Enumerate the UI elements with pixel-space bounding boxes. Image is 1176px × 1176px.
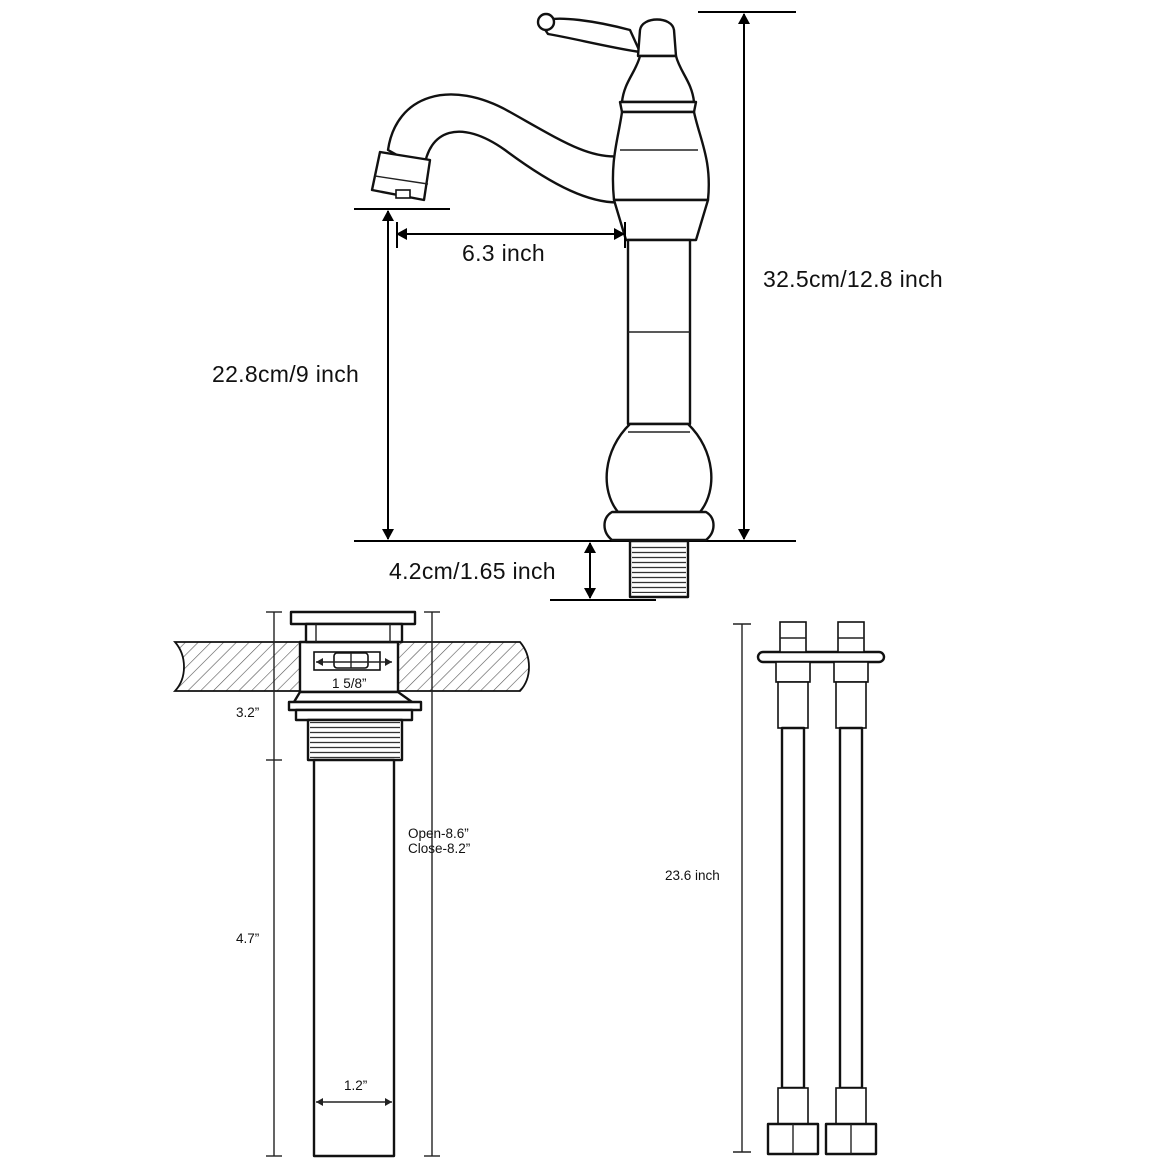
faucet-collar	[618, 100, 698, 114]
hose-length-label: 23.6 inch	[665, 868, 720, 883]
faucet-aerator	[370, 150, 432, 202]
drain-tail-pipe	[312, 758, 396, 1158]
faucet-upper-bell	[620, 54, 696, 104]
faucet-body-lower	[612, 198, 710, 242]
hose-left-ferrule	[777, 681, 809, 729]
hose-right-bottom-ferrule	[835, 1087, 867, 1125]
faucet-handle-cap	[636, 18, 678, 58]
aerator-tab	[395, 189, 411, 199]
hose-right-ferrule	[835, 681, 867, 729]
hose-right-top-fitting	[837, 621, 865, 653]
hose-clip-bar	[756, 650, 886, 664]
hose-right-tube	[838, 726, 864, 1090]
drain-drawing: 1 5/8” 3.2” 4.7” Open-8.6” Close-8.2” 1.…	[172, 610, 530, 1158]
hose-left-top-fitting	[779, 621, 807, 653]
hoses-drawing: 23.6 inch	[665, 621, 886, 1156]
spout-height-label: 22.8cm/9 inch	[212, 361, 359, 387]
faucet-handle-knob	[536, 12, 556, 32]
aerator-ring	[374, 175, 429, 185]
drain-upper-height-label: 3.2”	[236, 705, 259, 720]
hose-right-top-nut	[833, 661, 869, 683]
pipe-diameter-label: 1.2”	[344, 1078, 367, 1093]
hose-left-tube	[780, 726, 806, 1090]
drain-lower-height-label: 4.7”	[236, 931, 259, 946]
drain-popup-cap	[289, 610, 417, 626]
faucet-body	[611, 110, 710, 202]
drain-lock-nut	[292, 690, 414, 704]
faucet-drawing: 6.3 inch 22.8cm/9 inch 32.5cm/12.8 inch …	[212, 11, 943, 601]
faucet-lower-bulb	[605, 422, 713, 514]
drain-thread-lines	[310, 722, 400, 758]
hose-left-top-nut	[775, 661, 811, 683]
drain-gasket	[294, 708, 414, 722]
total-height-label: 32.5cm/12.8 inch	[763, 266, 943, 292]
drain-cap-neck	[304, 622, 404, 644]
hose-left-bottom-ferrule	[777, 1087, 809, 1125]
shank-thread	[632, 545, 686, 593]
hose-right	[824, 621, 878, 1156]
hose-left	[766, 621, 820, 1156]
drain-close-label: Close-8.2”	[408, 841, 470, 856]
drain-open-label: Open-8.6”	[408, 826, 469, 841]
shank-length-label: 4.2cm/1.65 inch	[389, 558, 556, 584]
flange-diameter-label: 1 5/8”	[332, 676, 367, 691]
spout-reach-label: 6.3 inch	[462, 240, 545, 266]
faucet-base-flange	[603, 510, 715, 542]
